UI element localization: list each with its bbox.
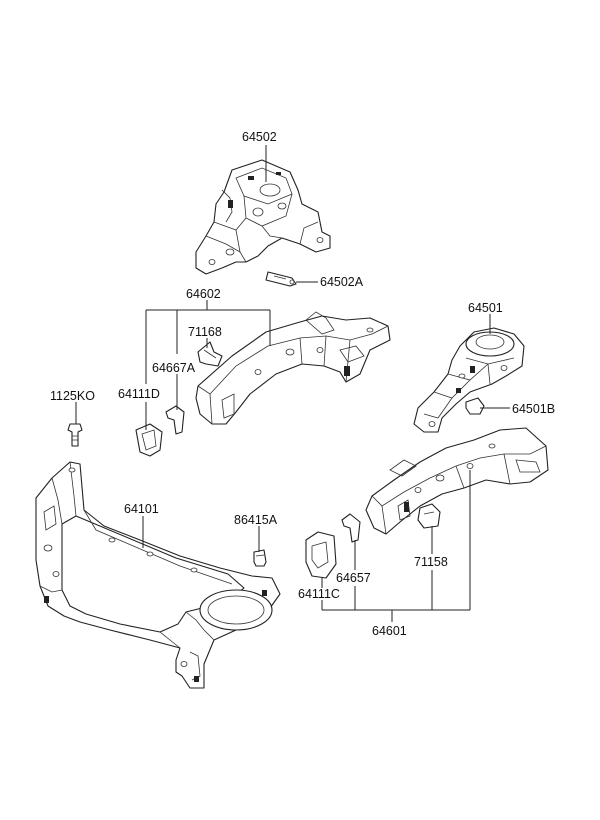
callout-64601: 64601 (372, 624, 407, 638)
callout-64667A: 64667A (152, 361, 196, 375)
part-64657-bracket (341, 513, 361, 543)
part-64501-strut-housing (413, 327, 525, 433)
callout-64101: 64101 (124, 502, 159, 516)
callout-86415A: 86415A (234, 513, 278, 527)
callout-64602: 64602 (186, 287, 221, 301)
part-64502A-bracket (265, 271, 297, 287)
part-64602-side-member (195, 311, 391, 425)
callout-64501: 64501 (468, 301, 503, 315)
part-64101-front-panel (35, 461, 281, 689)
part-1125KO-bolt (67, 423, 83, 447)
callout-64502A: 64502A (320, 275, 364, 289)
callout-64501B: 64501B (512, 402, 555, 416)
part-64667A-bracket (165, 405, 185, 435)
part-64502-strut-housing (195, 159, 331, 275)
callout-64657: 64657 (336, 571, 371, 585)
callout-64111D: 64111D (118, 387, 160, 401)
part-64111D-plate (135, 423, 163, 457)
callout-71158: 71158 (414, 555, 448, 569)
callout-71168: 71168 (188, 325, 222, 339)
part-71158-bracket (417, 503, 441, 529)
part-71168-bracket (197, 341, 223, 367)
part-64111C-plate (305, 531, 337, 579)
callout-64111C: 64111C (298, 587, 340, 601)
part-64601-side-member (365, 427, 549, 535)
leader-lines (75, 145, 510, 622)
callout-1125KO: 1125KO (50, 389, 95, 403)
part-86415A-clip (253, 549, 267, 567)
part-64501B-bracket (465, 397, 485, 415)
callout-64502: 64502 (242, 130, 277, 144)
callout-labels: 64502 64502A 64602 71168 64667A 64111D 1… (50, 130, 555, 638)
